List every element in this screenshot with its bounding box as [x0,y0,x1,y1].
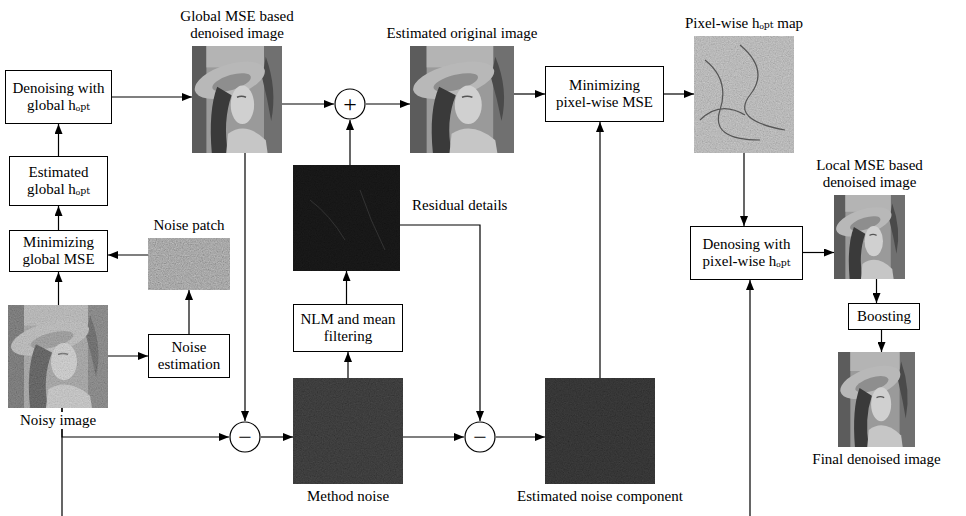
image-caption: Noise patch [151,217,226,234]
connector-arrow [403,436,464,437]
image-caption: Method noise [305,488,391,505]
connector-arrow [664,93,694,94]
global-denoised-photo [192,46,282,153]
image-panel: Estimated original image [410,46,514,153]
estimated-original-photo [410,46,514,153]
connector-arrow [346,271,347,304]
image-caption: Estimated original image [385,25,540,42]
noise-patch-texture [148,238,230,290]
box-label: Boosting [857,308,911,325]
local-denoised-photo [834,195,905,279]
process-box: Minimizing global MSE [9,230,108,272]
method-noise-texture [293,378,403,484]
process-box: Denoising with global hₒₚₜ [5,70,112,124]
box-label: Minimizing pixel-wise MSE [550,77,659,111]
connector-arrow [366,103,410,104]
connector-arrow [514,93,545,94]
box-label: NLM and mean filtering [298,311,398,345]
image-caption: Noisy image [18,412,98,429]
image-panel: Noise patch [148,238,230,290]
image-caption: Estimated noise component [515,488,685,505]
connector-arrow [803,252,834,253]
image-panel: Method noise [293,378,403,484]
operator-circle: − [229,421,261,453]
connector-arrow [496,436,545,437]
operator-circle: + [334,88,366,120]
connector-arrow [108,355,148,356]
process-box: NLM and mean filtering [293,304,403,352]
image-caption: Final denoised image [810,451,942,468]
image-panel: Final denoised image [838,352,915,447]
image-panel: Pixel-wise hₒₚₜ map [694,36,794,153]
connector-arrow [282,103,334,104]
image-panel: Local MSE based denoised image [834,195,905,279]
connector-arrow [58,206,59,230]
noisy-photo [8,305,108,408]
process-box: Denosing with pixel-wise hₒₚₜ [690,226,803,280]
connector-arrow [112,96,192,97]
connector-arrow [188,290,189,334]
noise-component-texture [545,378,655,484]
connector-arrow [349,120,350,165]
operator-sign: + [343,92,357,116]
process-box: Minimizing pixel-wise MSE [545,66,664,122]
process-box: Estimated global hₒₚₜ [9,156,108,206]
process-box: Noise estimation [148,334,230,378]
image-panel: Estimated noise component [545,378,655,484]
connector-arrow [599,122,600,378]
connector-arrow [347,352,348,378]
operator-sign: − [238,425,252,449]
box-label: Noise estimation [153,339,225,373]
box-label: Denoising with global hₒₚₜ [10,80,107,114]
hopt-map-texture [694,36,794,153]
connector-arrow [876,279,877,303]
connector-arrow [743,153,744,226]
connector-arrow [108,254,148,255]
operator-circle: − [464,421,496,453]
connector-arrow [58,124,59,156]
operator-sign: − [473,425,487,449]
connector-arrow [62,280,750,516]
image-caption: Residual details [410,197,509,214]
process-box: Boosting [848,303,920,330]
image-caption: Global MSE based denoised image [170,8,304,42]
final-denoised-photo [838,352,915,447]
image-caption: Local MSE based denoised image [800,157,939,191]
image-panel: Global MSE based denoised image [192,46,282,153]
residual-details-texture [293,165,400,271]
connector-arrow [261,436,293,437]
image-panel: Noisy image [8,305,108,408]
connector-arrow [244,153,245,421]
box-label: Minimizing global MSE [14,234,103,268]
connector-arrow [58,272,59,305]
image-caption: Pixel-wise hₒₚₜ map [683,15,805,32]
box-label: Denosing with pixel-wise hₒₚₜ [695,236,798,270]
connector-arrow [881,330,882,352]
connector-arrow [400,225,480,421]
image-panel: Residual details [293,165,400,271]
box-label: Estimated global hₒₚₜ [14,164,103,198]
